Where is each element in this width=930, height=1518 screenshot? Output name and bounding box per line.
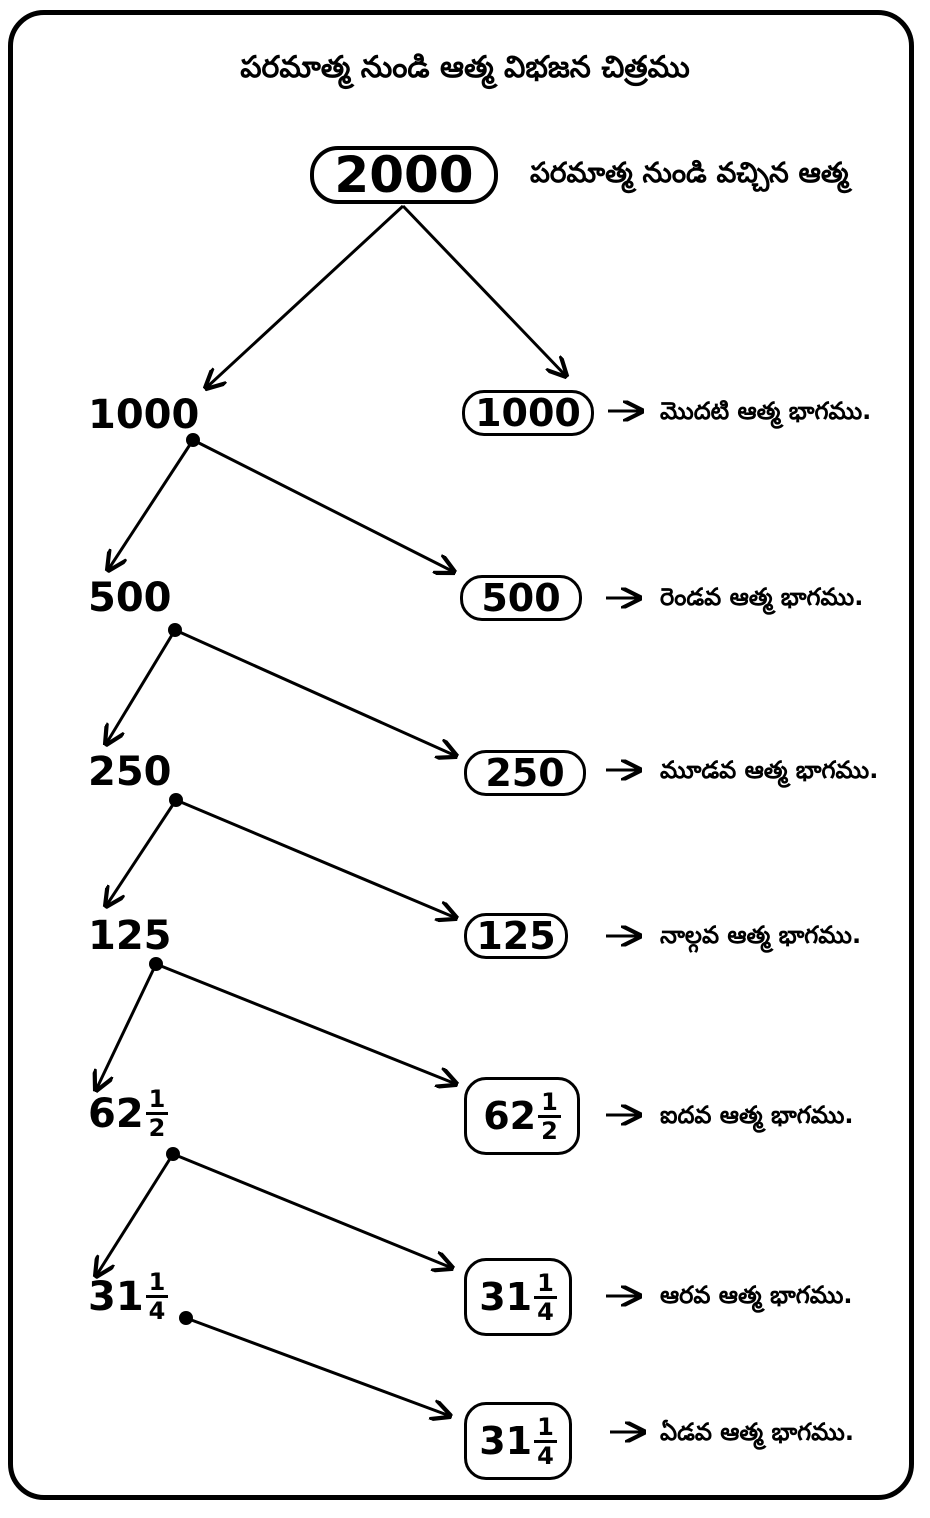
part-label-5: ఐదవ ఆత్మ భాగము. [660,1101,854,1129]
fraction: 1 2 [145,1087,169,1140]
part-node-6: 31 1 4 [464,1258,572,1336]
split-arrow-right [401,204,566,376]
remainder-value: 31 [88,1273,144,1320]
remainder-node-2: 500 [88,578,172,618]
remainder-node-4: 125 [88,916,172,956]
fraction: 1 4 [534,1415,557,1468]
part-node-1: 1000 [462,390,594,436]
split-arrow-left [106,629,177,744]
part-node-4: 125 [464,913,568,959]
split-arrow-left [96,1153,175,1276]
split-arrow-right [175,798,456,918]
remainder-node-5: 62 1 2 [88,1087,169,1140]
part-node-3: 250 [464,750,586,796]
remainder-value: 125 [88,913,172,959]
part-node-5: 62 1 2 [464,1077,580,1155]
remainder-node-6: 31 1 4 [88,1270,169,1323]
fraction: 1 2 [538,1090,561,1143]
branch-dot [186,433,200,447]
part-label-6: ఆరవ ఆత్మ భాగము. [660,1281,853,1309]
split-arrow-right [174,628,456,756]
split-arrow-left [206,204,405,388]
root-node: 2000 [310,146,498,204]
part-label-7: ఏడవ ఆత్మ భాగము. [660,1418,854,1446]
part-label-1: మొదటి ఆత్మ భాగము. [660,397,872,425]
split-arrow-left [106,799,178,906]
diagram-frame [8,10,914,1500]
remainder-value: 250 [88,749,172,795]
part-label-4: నాల్గవ ఆత్మ భాగము. [660,921,862,949]
remainder-node-1: 1000 [88,395,199,435]
remainder-value: 62 [88,1090,144,1137]
diagram-title: పరమాత్మ నుండి ఆత్మ విభజన చిత్రము [240,50,690,85]
split-arrow-left [96,963,158,1090]
part-node-2: 500 [460,575,582,621]
fraction: 1 4 [534,1271,557,1324]
part-label-3: మూడవ ఆత్మ భాగము. [660,756,879,784]
split-arrow-right [172,1152,452,1268]
part-node-7: 31 1 4 [464,1402,572,1480]
remainder-value: 500 [88,575,172,621]
remainder-value: 1000 [88,392,200,438]
part-label-2: రెండవ ఆత్మ భాగము. [660,583,864,611]
split-arrow-right [155,962,456,1084]
branch-dot [149,957,163,971]
split-arrow-right [185,1316,450,1416]
branch-dot [166,1147,180,1161]
fraction: 1 4 [145,1270,169,1323]
root-label: పరమాత్మ నుండి వచ్చిన ఆత్మ [530,156,849,189]
branch-dot [168,623,182,637]
split-arrow-left [108,439,195,570]
split-arrow-right [192,438,454,572]
branch-dot [169,793,183,807]
remainder-node-3: 250 [88,752,172,792]
branch-dot [179,1311,193,1325]
